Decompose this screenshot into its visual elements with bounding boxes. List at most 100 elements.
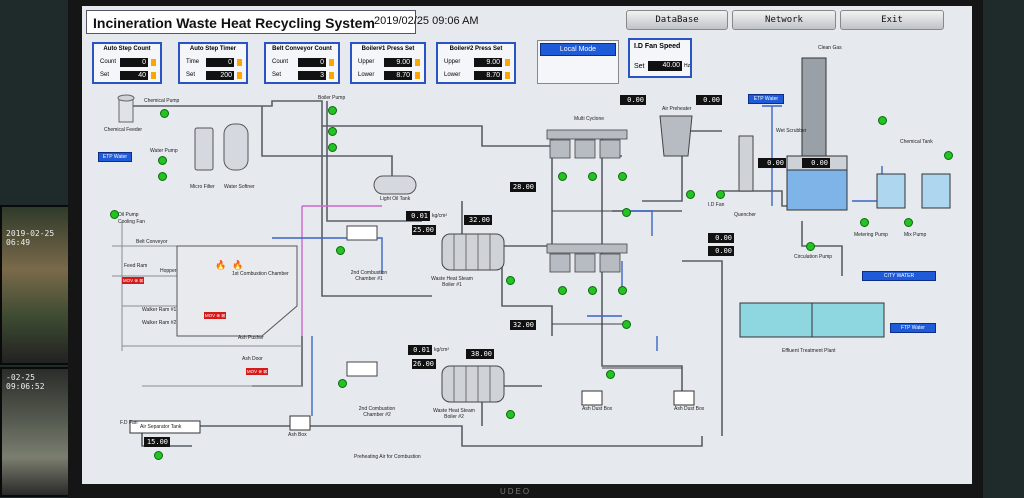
ash-conveyor-status[interactable] <box>606 370 615 379</box>
row-label: Set <box>100 72 110 78</box>
air-preheater-fan-status[interactable] <box>686 190 695 199</box>
wet-scrubber-label: Wet Scrubber <box>776 128 807 134</box>
quencher-reading-a: 0.00 <box>708 233 734 243</box>
boiler-pump-status-3[interactable] <box>328 143 337 152</box>
boiler2-upper-press[interactable]: 9.00 <box>474 58 502 67</box>
fd-fan-status[interactable] <box>154 451 163 460</box>
panel-title: Boiler#2 Press Set <box>449 46 503 52</box>
id-fan-status[interactable] <box>716 190 725 199</box>
boiler-feed-valve-1[interactable] <box>506 276 515 285</box>
cyclone-conveyor-2[interactable] <box>622 320 631 329</box>
boiler1-upper-press[interactable]: 9.00 <box>384 58 412 67</box>
process-diagram: 🔥 🔥 <box>112 57 951 447</box>
fd-fan-label: F.D Fan <box>120 420 138 426</box>
mov-tag-1[interactable]: MOV ⊗ ⊠ <box>122 277 144 284</box>
water-softner-label: Water Softner <box>224 184 255 190</box>
scrubber-pump-status[interactable] <box>878 116 887 125</box>
ash-dust-box-1-label: Ash Dust Box <box>582 406 613 412</box>
exit-button[interactable]: Exit <box>840 10 944 30</box>
cyclone-valve-6[interactable] <box>618 286 627 295</box>
combustion-chamber-2-status[interactable] <box>338 379 347 388</box>
boiler1-lower-press[interactable]: 8.70 <box>384 71 412 80</box>
light-oil-tank-label: Light Oil Tank <box>380 196 411 202</box>
row-label: Set <box>186 72 196 78</box>
fd-fan-speed-readout: 15.00 <box>144 437 170 447</box>
chemical-tank-label: Chemical Tank <box>900 139 933 145</box>
scrubber-reading-b: 0.00 <box>802 158 830 168</box>
mix-pump-status[interactable] <box>904 218 913 227</box>
mode-panel: Local Mode <box>537 40 619 84</box>
mov-tag-3[interactable]: MOV ⊗ ⊠ <box>246 368 268 375</box>
cyclone-valve-2[interactable] <box>588 172 597 181</box>
cyclone-valve-3[interactable] <box>618 172 627 181</box>
second-combustion-chamber-2-label: 2nd Combustion Chamber #2 <box>358 406 396 418</box>
id-fan-label: I.D Fan <box>708 202 725 208</box>
first-combustion-chamber-label: 1st Combustion Chamber <box>232 271 289 277</box>
chemical-pump-label: Chemical Pump <box>144 98 180 104</box>
indicator-led <box>415 59 420 66</box>
row-label: Upper <box>358 59 375 65</box>
walker-ram-1-label: Walker Ram #1 <box>142 307 177 313</box>
mov-tag-2[interactable]: MOV ⊗ ⊠ <box>204 312 226 319</box>
local-mode-button[interactable]: Local Mode <box>540 43 616 56</box>
metering-pump-label: Metering Pump <box>854 232 888 238</box>
scrubber-reading-a: 0.00 <box>758 158 786 168</box>
boiler2-lower-press[interactable]: 8.70 <box>474 71 502 80</box>
boiler2-outlet-temp-readout: 32.00 <box>510 320 536 330</box>
indicator-led <box>237 59 242 66</box>
indicator-led <box>237 72 242 79</box>
indicator-led <box>329 59 334 66</box>
city-water-tag: CITY WATER <box>862 271 936 281</box>
belt-conveyor-label: Belt Conveyor <box>136 239 168 245</box>
second-combustion-chamber-1-label: 2nd Combustion Chamber #1 <box>350 270 388 282</box>
preheater-reading-a: 0.00 <box>620 95 646 105</box>
cyclone-valve-5[interactable] <box>588 286 597 295</box>
database-button[interactable]: DataBase <box>626 10 728 30</box>
row-label: Set <box>272 72 282 78</box>
cyclone-valve-1[interactable] <box>558 172 567 181</box>
network-button[interactable]: Network <box>732 10 836 30</box>
circulation-pump-status[interactable] <box>806 242 815 251</box>
panel-title: Auto Step Timer <box>189 46 237 52</box>
indicator-led <box>505 72 510 79</box>
camera-feed-1: 2019-02-25 06:49 <box>0 205 80 365</box>
combustion-chamber-1-status[interactable] <box>336 246 345 255</box>
indicator-led <box>329 72 334 79</box>
air-preheater-label: Air Preheater <box>662 106 692 112</box>
id-fan-speed-unit: Hz <box>684 63 691 69</box>
auto-step-timer-value: 0 <box>206 58 234 67</box>
oil-pump-status[interactable] <box>110 210 119 219</box>
hopper-label: Hopper <box>160 268 177 274</box>
chemical-feeder-label: Chemical Feeder <box>104 127 143 133</box>
cyclone-inlet-temp-readout: 28.00 <box>510 182 536 192</box>
boiler-pump-status-2[interactable] <box>328 127 337 136</box>
belt-conveyor-count-set[interactable]: 3 <box>298 71 326 80</box>
id-fan-speed-input[interactable]: 40.00 <box>648 61 682 71</box>
ash-dust-box-2-label: Ash Dust Box <box>674 406 705 412</box>
chemical-pump-status[interactable] <box>160 109 169 118</box>
row-label: Count <box>100 59 117 65</box>
water-pump-status-1[interactable] <box>158 156 167 165</box>
ash-pusher-label: Ash Pusher <box>238 335 264 341</box>
auto-step-timer-set[interactable]: 200 <box>206 71 234 80</box>
indicator-led <box>151 72 156 79</box>
quencher-label: Quencher <box>734 212 756 218</box>
panel-title: Belt Conveyor Count <box>272 46 332 52</box>
indicator-led <box>505 59 510 66</box>
micro-filter-label: Micro Filter <box>190 184 215 190</box>
clean-gas-label: Clean Gas <box>818 45 842 51</box>
boiler-feed-valve-2[interactable] <box>506 410 515 419</box>
id-fan-speed-panel: I.D Fan Speed Set 40.00 Hz <box>628 38 692 78</box>
auto-step-count-set[interactable]: 40 <box>120 71 148 80</box>
water-pump-status-2[interactable] <box>158 172 167 181</box>
id-fan-set-label: Set <box>634 63 645 70</box>
boiler2-pressure-readout: 0.01 <box>408 345 432 355</box>
cyclone-conveyor-1[interactable] <box>622 208 631 217</box>
metering-pump-status[interactable] <box>860 218 869 227</box>
chemical-tank-status[interactable] <box>944 151 953 160</box>
boiler-pump-status-1[interactable] <box>328 106 337 115</box>
cyclone-valve-4[interactable] <box>558 286 567 295</box>
